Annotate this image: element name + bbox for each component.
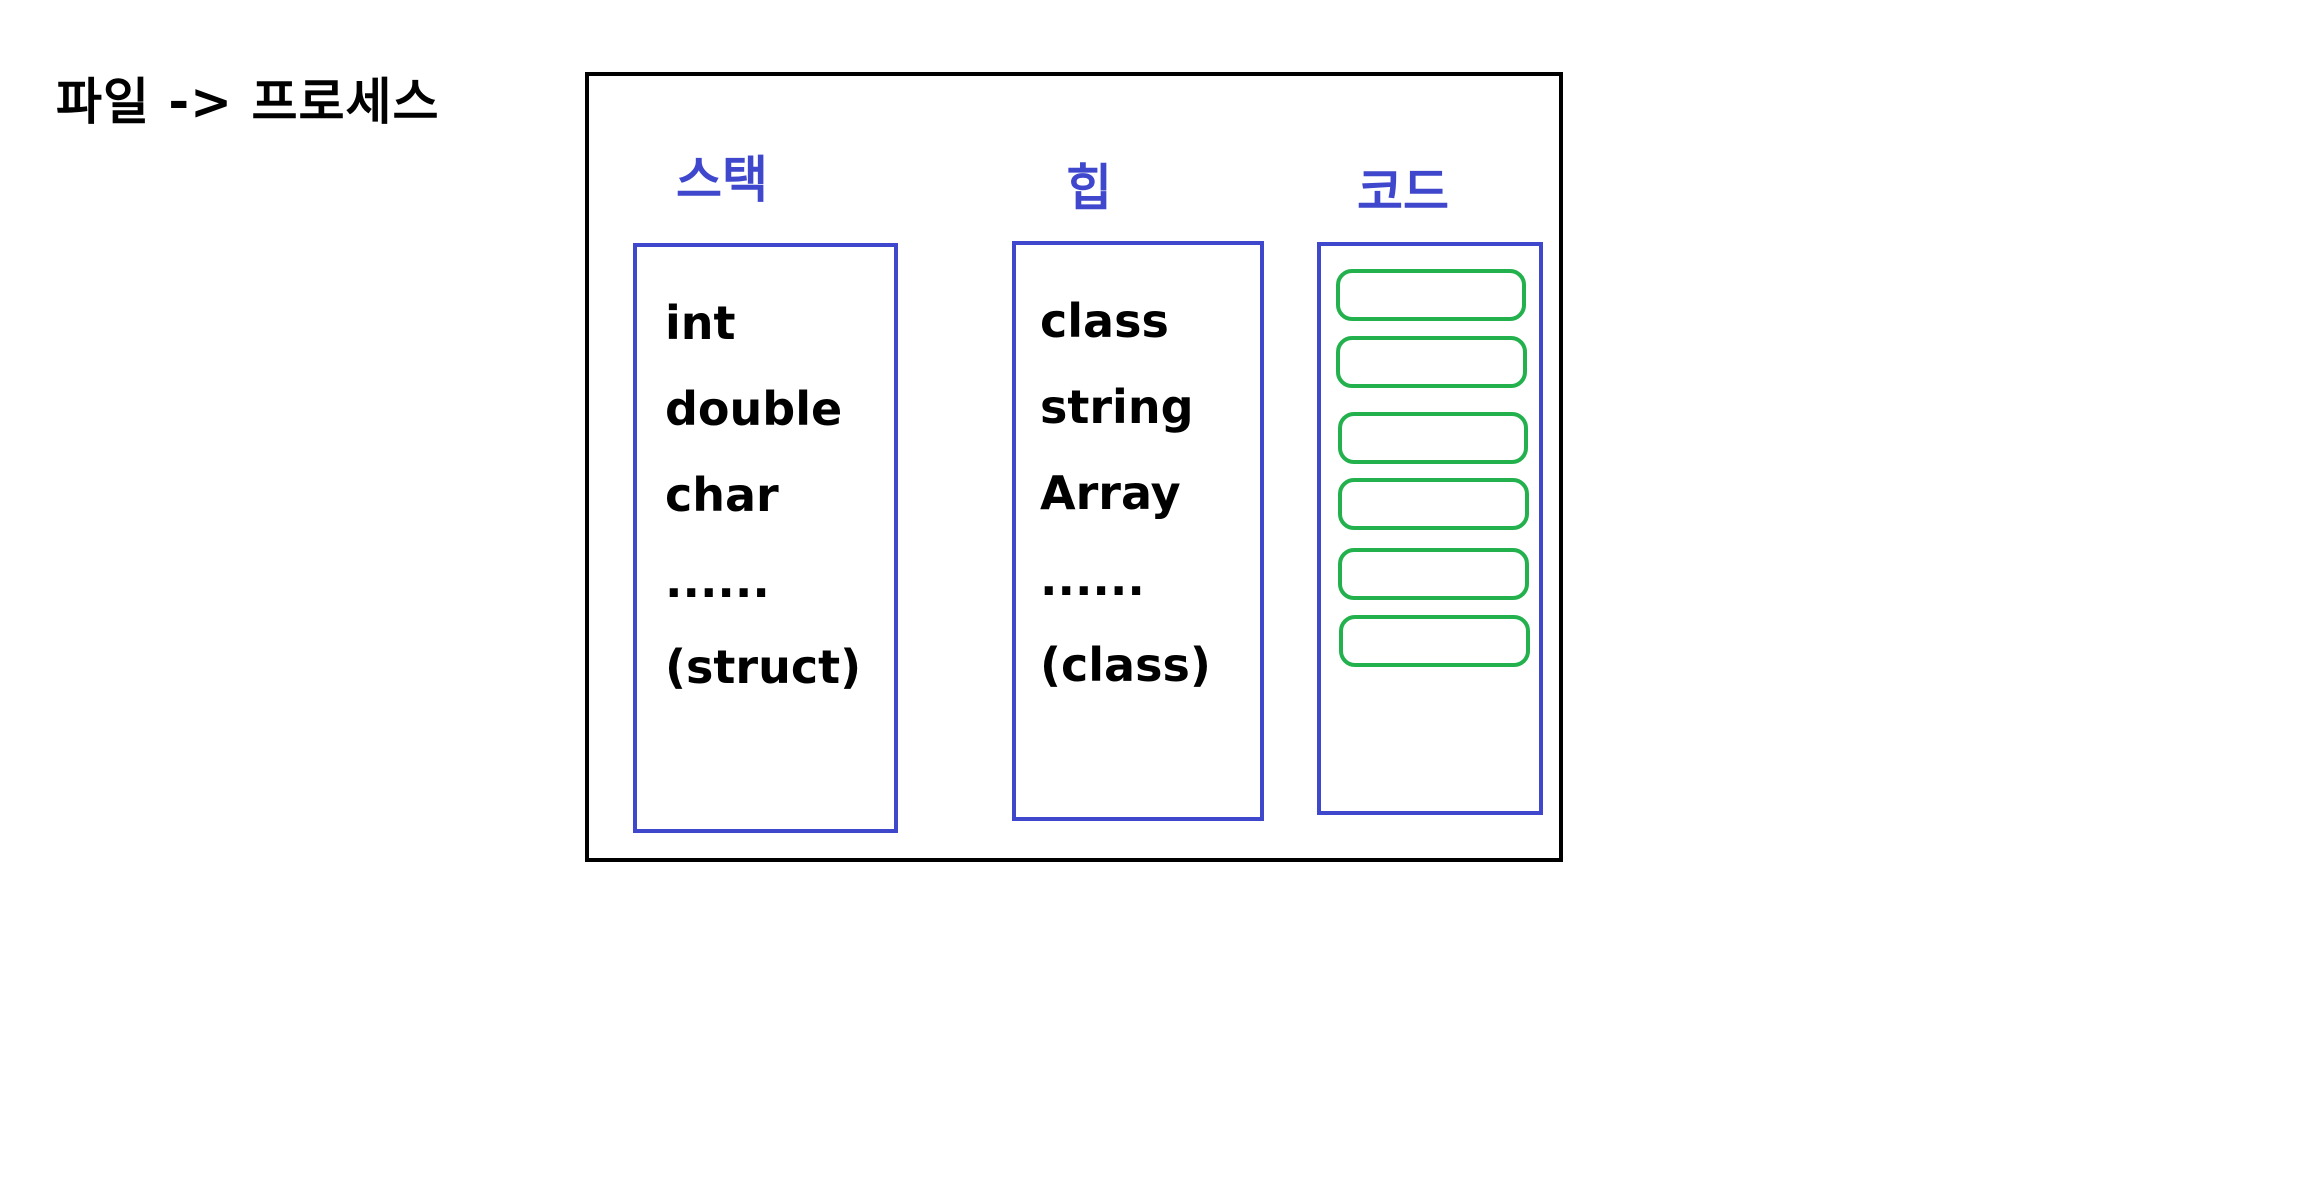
process-memory-box xyxy=(585,72,1563,862)
heap-item: (class) xyxy=(1040,638,1211,692)
heap-item: class xyxy=(1040,294,1169,348)
code-block xyxy=(1338,548,1529,600)
heap-item: string xyxy=(1040,380,1194,434)
code-block xyxy=(1338,412,1528,464)
code-block xyxy=(1339,615,1530,667)
code-block xyxy=(1336,336,1527,388)
code-block xyxy=(1336,269,1526,321)
heap-item: ...... xyxy=(1040,552,1145,606)
stack-title: 스택 xyxy=(676,151,768,209)
code-title: 코드 xyxy=(1357,163,1449,221)
stack-item: ...... xyxy=(665,554,770,608)
stack-item: (struct) xyxy=(665,640,862,694)
heap-title: 힙 xyxy=(1066,159,1112,217)
page-title: 파일 -> 프로세스 xyxy=(56,73,440,131)
code-block xyxy=(1338,478,1529,530)
heap-item: Array xyxy=(1040,466,1181,520)
stack-box xyxy=(633,243,898,833)
heap-box xyxy=(1012,241,1264,821)
stack-item: char xyxy=(665,468,779,522)
stack-item: int xyxy=(665,296,736,350)
stack-item: double xyxy=(665,382,843,436)
code-box xyxy=(1317,242,1543,815)
